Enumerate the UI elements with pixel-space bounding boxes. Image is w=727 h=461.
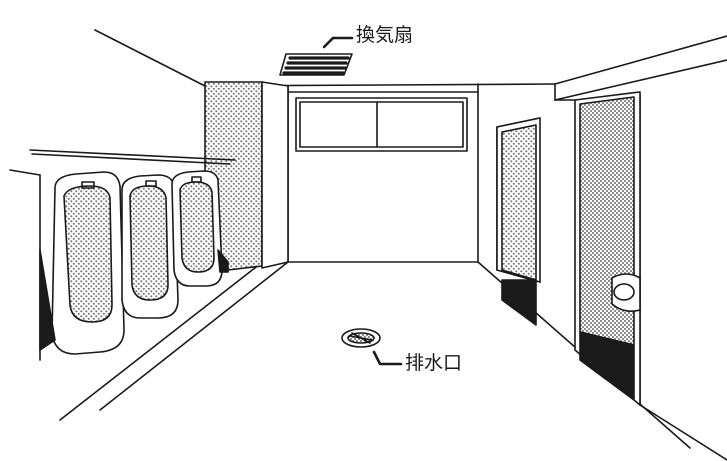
ventilation-fan [279, 53, 353, 76]
back-window [295, 97, 468, 152]
fan-callout-line [322, 36, 354, 49]
right-stall-partition-2 [554, 91, 641, 406]
drain-callout-line [372, 350, 403, 366]
right-stall-partition-1 [496, 117, 541, 326]
ventilation-fan-label: 換気扇 [356, 24, 414, 46]
urinal-1 [39, 171, 125, 355]
urinal-2 [121, 174, 179, 319]
floor-drain-label: 排水口 [405, 352, 463, 374]
urinal-3 [171, 170, 229, 287]
toilet-fixture [611, 273, 641, 312]
floor-drain [341, 328, 381, 348]
